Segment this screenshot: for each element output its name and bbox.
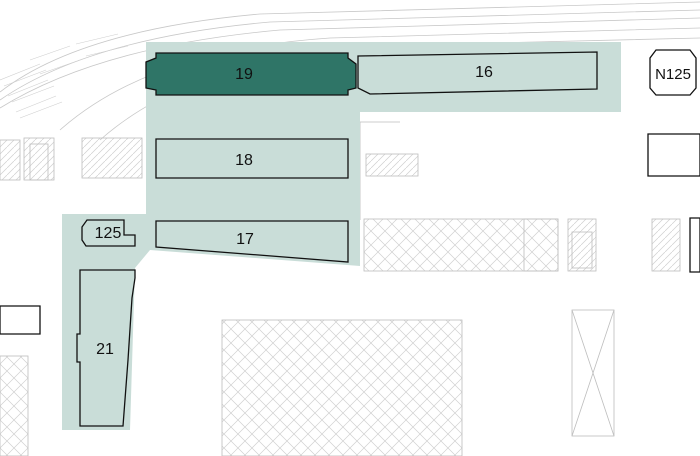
rail-ties <box>0 33 129 119</box>
building-21[interactable] <box>76 269 136 427</box>
building-19[interactable] <box>145 52 357 96</box>
building-label-125: 125 <box>95 225 122 242</box>
building-17[interactable] <box>155 220 349 263</box>
building-label-19: 19 <box>235 66 253 83</box>
building-label-18: 18 <box>235 152 253 169</box>
context-buildings <box>0 121 681 456</box>
building-label-21: 21 <box>96 341 114 358</box>
building-18[interactable] <box>155 138 349 179</box>
context-outline-buildings <box>0 133 700 335</box>
buildings <box>76 49 697 427</box>
building-label-17: 17 <box>236 231 254 248</box>
building-125[interactable] <box>81 219 136 247</box>
building-label-16: 16 <box>475 64 493 81</box>
building-labels: 19 16 18 17 125 21 N125 <box>95 64 691 358</box>
building-label-n125: N125 <box>655 66 691 83</box>
building-n125[interactable] <box>649 49 697 96</box>
building-16[interactable] <box>357 51 598 95</box>
